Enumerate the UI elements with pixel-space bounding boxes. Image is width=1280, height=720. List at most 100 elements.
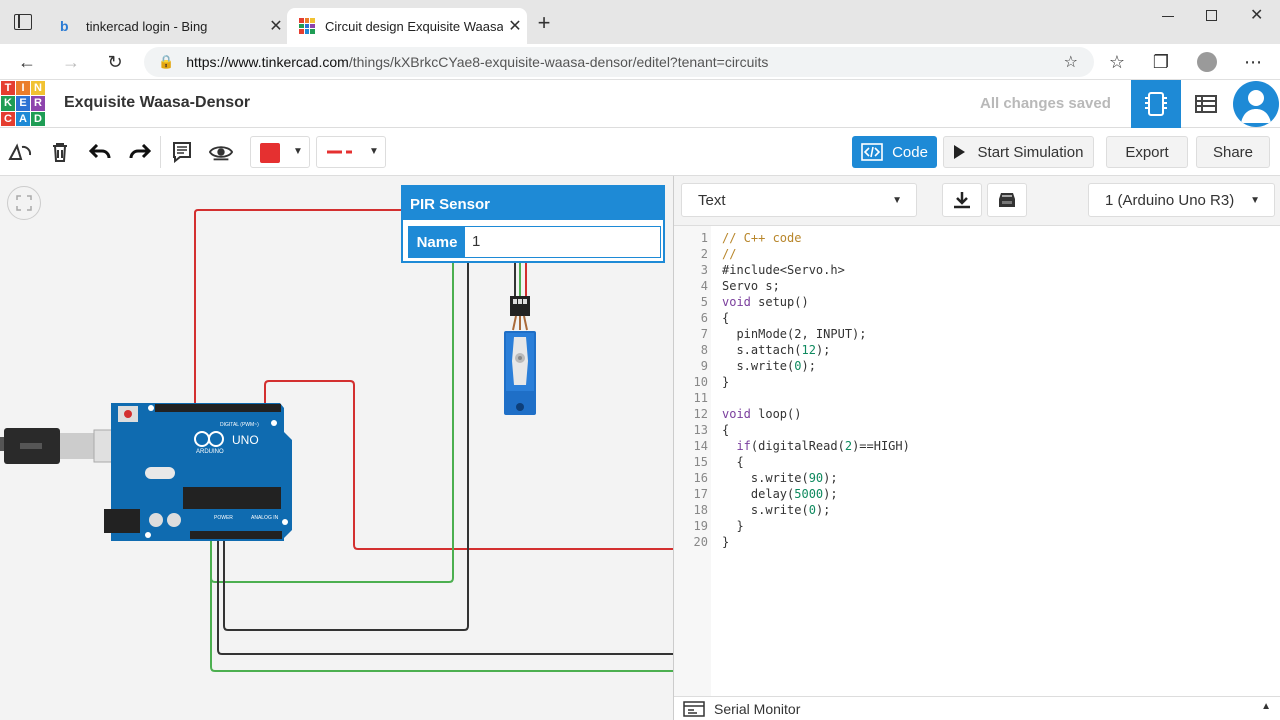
component-inspector: PIR Sensor Name 1	[401, 185, 665, 263]
tab-title: Circuit design Exquisite Waasa-D	[325, 18, 503, 34]
line-number: 5	[700, 295, 708, 309]
wire-color-swatch	[260, 143, 280, 163]
line-number: 14	[693, 439, 708, 453]
line-number: 17	[693, 487, 708, 501]
tab-bing[interactable]: b tinkercad login - Bing ✕	[48, 8, 288, 44]
code-line: // C++ code	[722, 231, 802, 245]
chip-icon	[1145, 92, 1167, 116]
url-field[interactable]: 🔒 https://www.tinkercad.com /things/kXBr…	[144, 47, 1094, 77]
line-number: 18	[693, 503, 708, 517]
line-number: 15	[693, 455, 708, 469]
code-line: s.write(90);	[722, 471, 838, 485]
code-panel-header: Text ▼ 1 (Arduino Uno R3) ▼	[674, 176, 1280, 226]
chevron-up-icon[interactable]: ▲	[1261, 701, 1271, 712]
new-tab-button[interactable]: +	[537, 10, 551, 35]
profile-icon[interactable]	[1193, 48, 1221, 76]
minimize-icon[interactable]	[1162, 16, 1174, 17]
address-bar: ← → ↻ 🔒 https://www.tinkercad.com /thing…	[0, 44, 1280, 80]
logo-letter: I	[16, 81, 30, 96]
line-number: 10	[693, 375, 708, 389]
chevron-down-icon: ▼	[293, 146, 303, 157]
line-number: 12	[693, 407, 708, 421]
project-title[interactable]: Exquisite Waasa-Densor	[64, 94, 251, 111]
code-line: if(digitalRead(2)==HIGH)	[736, 439, 910, 453]
close-tab-icon[interactable]: ✕	[269, 18, 283, 35]
undo-icon[interactable]	[88, 140, 112, 164]
app-header: T I N K E R C A D Exquisite Waasa-Densor…	[0, 80, 1280, 128]
tinkercad-logo[interactable]: T I N K E R C A D	[1, 81, 45, 126]
serial-monitor-bar[interactable]: Serial Monitor ▲	[674, 696, 1280, 720]
forward-icon[interactable]: →	[62, 51, 80, 72]
wire-black-servo	[217, 540, 673, 655]
favorites-icon[interactable]: ☆	[1108, 51, 1126, 72]
serial-monitor-label: Serial Monitor	[714, 700, 801, 717]
favorite-add-icon[interactable]: ☆	[1063, 54, 1078, 71]
circuit-view-button[interactable]	[1131, 80, 1181, 128]
wire-type-select[interactable]: ▼	[316, 136, 386, 168]
logo-letter: A	[16, 111, 30, 126]
line-number: 19	[693, 519, 708, 533]
visibility-icon[interactable]	[209, 140, 233, 164]
code-line: }	[722, 535, 730, 549]
start-simulation-button[interactable]: Start Simulation	[943, 136, 1094, 168]
start-simulation-label: Start Simulation	[977, 143, 1084, 161]
share-button[interactable]: Share	[1196, 136, 1270, 168]
maximize-icon[interactable]	[1206, 10, 1217, 21]
line-number: 7	[700, 327, 708, 341]
logo-letter: C	[1, 111, 15, 126]
circuit-canvas[interactable]: UNO ARDUINO DIGITAL (PWM~) POWER ANALOG …	[0, 176, 673, 720]
wire-green-servo	[210, 540, 673, 672]
user-avatar[interactable]	[1233, 81, 1279, 127]
line-number: 11	[693, 391, 708, 405]
code-line: //	[722, 247, 737, 261]
url-path: /things/kXBrkcCYae8-exquisite-waasa-dens…	[348, 54, 769, 70]
logo-letter: D	[31, 111, 45, 126]
fit-view-button[interactable]	[7, 186, 41, 220]
line-number: 1	[700, 231, 708, 245]
code-editor[interactable]: // C++ code//#include<Servo.h>Servo s;vo…	[722, 230, 910, 550]
line-number-gutter	[674, 226, 711, 696]
close-tab-icon[interactable]: ✕	[508, 18, 522, 35]
back-icon[interactable]: ←	[18, 51, 36, 72]
close-window-icon[interactable]: ✕	[1250, 7, 1264, 24]
chevron-down-icon: ▼	[892, 195, 902, 206]
libraries-button[interactable]	[987, 183, 1027, 217]
code-line	[722, 390, 910, 406]
notes-icon[interactable]	[170, 140, 194, 164]
tab-actions-icon[interactable]	[14, 14, 32, 30]
logo-letter: N	[31, 81, 45, 96]
redo-icon[interactable]	[128, 140, 152, 164]
export-button[interactable]: Export	[1106, 136, 1188, 168]
name-input[interactable]: 1	[472, 233, 481, 250]
code-line: void setup()	[722, 295, 809, 309]
components-list-button[interactable]	[1181, 80, 1231, 128]
code-line: {	[722, 455, 744, 469]
line-number: 16	[693, 471, 708, 485]
collections-icon[interactable]: ❐	[1152, 51, 1170, 72]
download-code-button[interactable]	[942, 183, 982, 217]
code-mode-select[interactable]: Text ▼	[681, 183, 917, 217]
code-line: pinMode(2, INPUT);	[722, 327, 867, 341]
code-line: s.write(0);	[722, 359, 816, 373]
refresh-icon[interactable]: ↻	[107, 51, 123, 72]
editor-toolbar: ▼ ▼ Code Start Simulation Export Share	[0, 128, 1280, 176]
code-mode-value: Text	[698, 192, 726, 209]
play-icon	[953, 145, 965, 159]
logo-letter: T	[1, 81, 15, 96]
download-icon	[954, 192, 970, 209]
inspector-name-row: Name 1	[408, 226, 661, 258]
rotate-icon[interactable]	[8, 140, 32, 164]
board-digital-label: DIGITAL (PWM~)	[220, 422, 259, 428]
code-button[interactable]: Code	[852, 136, 937, 168]
toolbar-divider	[160, 136, 161, 168]
wire-color-select[interactable]: ▼	[250, 136, 310, 168]
tab-tinkercad[interactable]: Circuit design Exquisite Waasa-D ✕	[287, 8, 527, 44]
more-icon[interactable]: ⋯	[1244, 51, 1262, 72]
board-model-label: UNO	[232, 433, 259, 447]
code-line: delay(5000);	[722, 487, 838, 501]
device-select[interactable]: 1 (Arduino Uno R3) ▼	[1088, 183, 1275, 217]
board-analog-label: ANALOG IN	[251, 515, 279, 521]
delete-icon[interactable]	[48, 140, 72, 164]
